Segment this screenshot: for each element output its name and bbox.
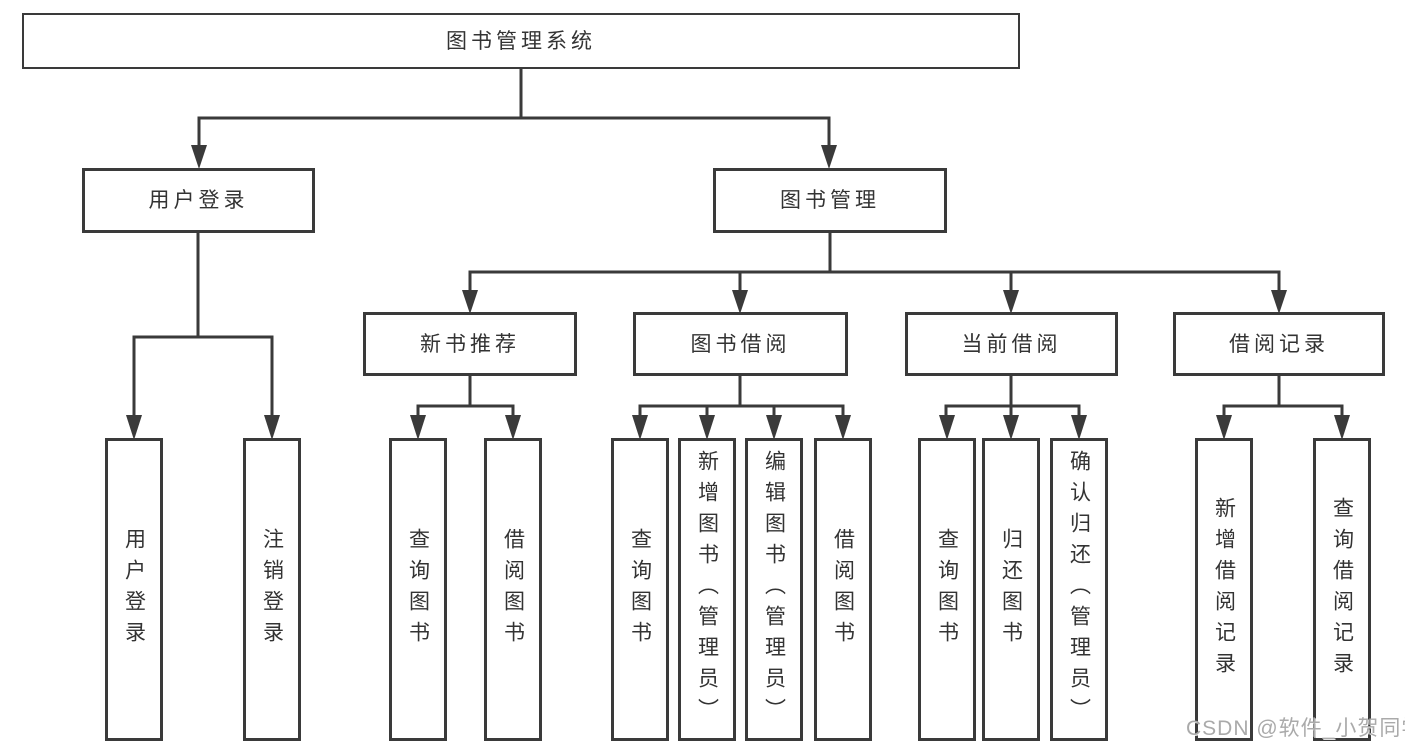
node-label: 当前借阅 (961, 332, 1062, 356)
node-borrowing-records: 借阅记录 (1173, 312, 1385, 376)
connector-lines (132, 69, 1344, 416)
node-library-management-system: 图书管理系统 (22, 13, 1020, 69)
node-nbr-borrow-books: 借阅图书 (484, 438, 542, 741)
node-cb-return-books: 归还图书 (982, 438, 1040, 741)
node-cb-query-books: 查询图书 (918, 438, 976, 741)
node-user-login: 用户登录 (82, 168, 315, 233)
node-label: 借阅记录 (1229, 332, 1329, 356)
node-br-query-record: 查询借阅记录 (1313, 438, 1371, 741)
node-book-management: 图书管理 (713, 168, 947, 233)
watermark-text: CSDN @软件_小贺同学 (1186, 717, 1405, 740)
node-logout: 注销登录 (243, 438, 301, 741)
node-label: 新增图书（管理员） (695, 450, 719, 729)
arrowheads (126, 145, 1350, 440)
node-bb-borrow-books: 借阅图书 (814, 438, 872, 741)
node-label: 新增借阅记录 (1212, 496, 1236, 683)
node-label: 编辑图书（管理员） (762, 450, 786, 729)
node-bb-add-books-admin: 新增图书（管理员） (678, 438, 736, 741)
node-label: 图书借阅 (690, 332, 791, 356)
node-label: 查询图书 (628, 527, 652, 652)
node-label: 图书管理系统 (446, 29, 596, 53)
node-label: 新书推荐 (420, 332, 520, 356)
node-book-borrowing: 图书借阅 (633, 312, 848, 376)
node-bb-edit-books-admin: 编辑图书（管理员） (745, 438, 803, 741)
node-label: 借阅图书 (831, 527, 855, 652)
node-label: 查询图书 (406, 527, 430, 652)
node-new-book-recommend: 新书推荐 (363, 312, 577, 376)
node-login: 用户登录 (105, 438, 163, 741)
node-label: 借阅图书 (501, 527, 525, 652)
node-label: 图书管理 (780, 189, 880, 212)
node-current-borrowing: 当前借阅 (905, 312, 1118, 376)
node-bb-query-books: 查询图书 (611, 438, 669, 741)
node-label: 查询图书 (935, 527, 959, 652)
node-cb-confirm-return-admin: 确认归还（管理员） (1050, 438, 1108, 741)
node-label: 确认归还（管理员） (1067, 450, 1091, 729)
node-label: 注销登录 (260, 527, 284, 652)
node-nbr-query-books: 查询图书 (389, 438, 447, 741)
node-label: 查询借阅记录 (1330, 496, 1354, 683)
node-label: 用户登录 (148, 189, 249, 212)
node-br-add-record: 新增借阅记录 (1195, 438, 1253, 741)
node-label: 归还图书 (999, 527, 1023, 652)
node-label: 用户登录 (122, 527, 146, 652)
